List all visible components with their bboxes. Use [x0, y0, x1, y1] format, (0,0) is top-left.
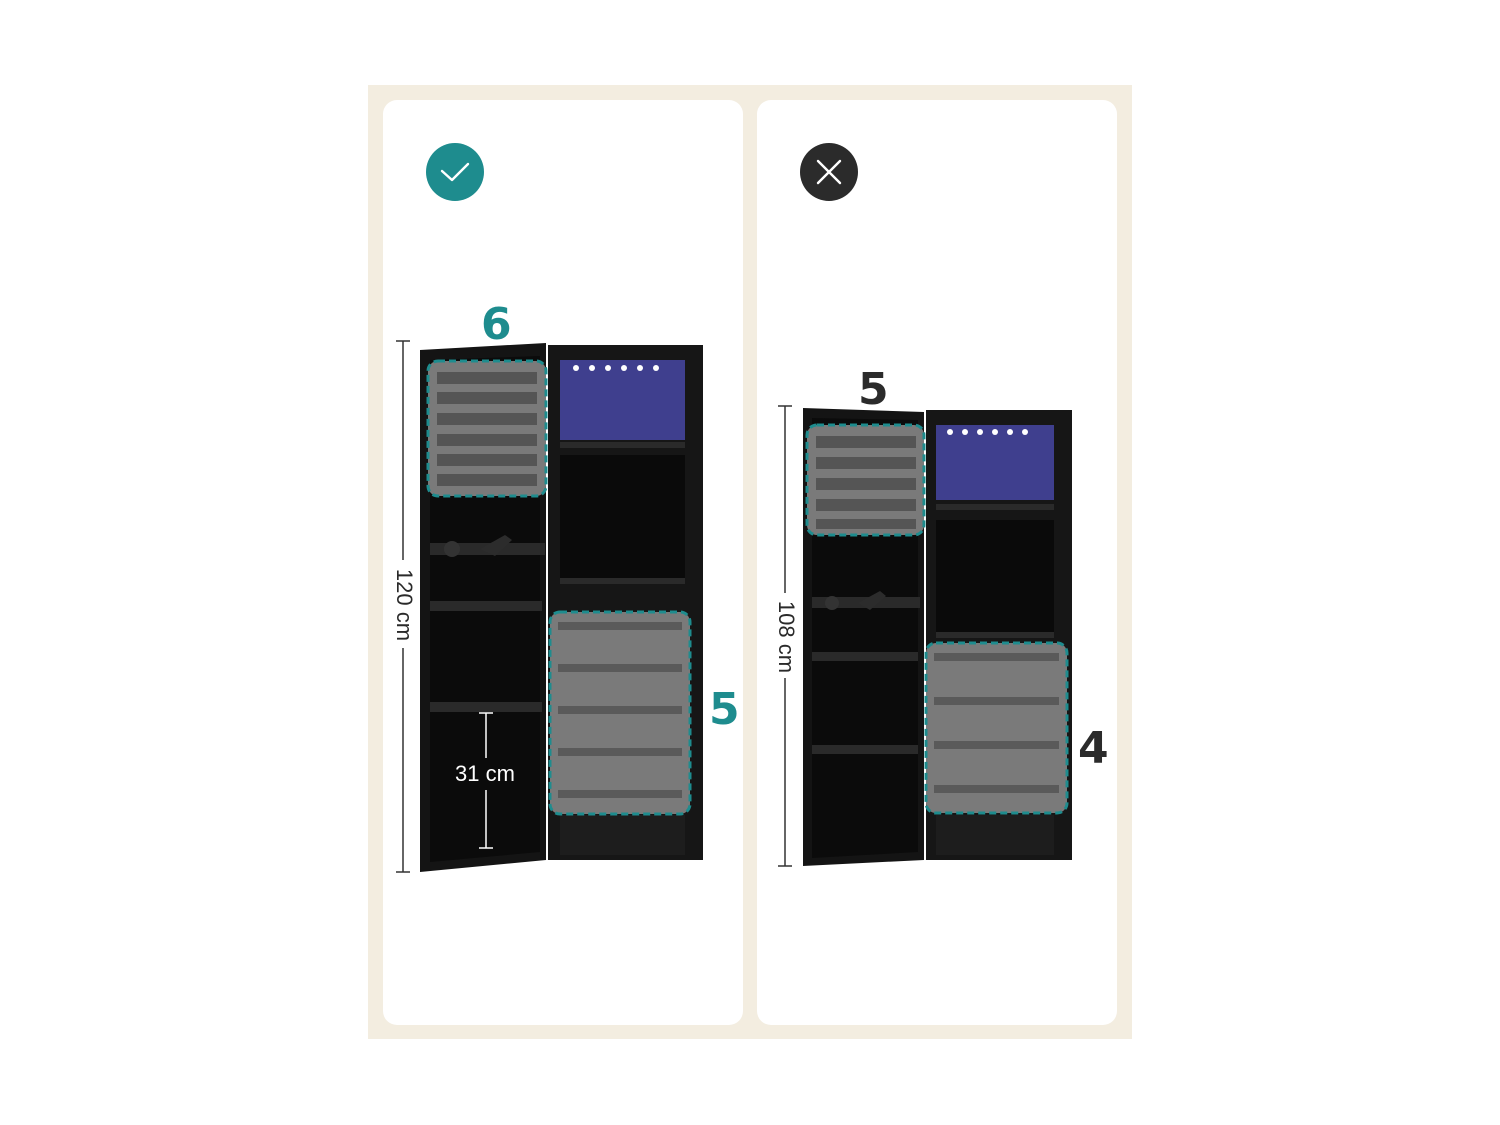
bottom-organizer-trays: [548, 610, 692, 816]
bottom-tray-count: 5: [709, 684, 740, 735]
spacing-dimension-line: [479, 712, 493, 849]
cross-icon: [800, 143, 858, 201]
bottom-organizer-trays: [924, 641, 1069, 815]
top-organizer-trays: [805, 423, 926, 537]
top-tray-count: 5: [858, 364, 889, 415]
top-tray-count: 6: [481, 299, 512, 350]
height-dimension-line: [396, 340, 410, 873]
spacing-label: 31 cm: [455, 761, 515, 786]
bottom-tray-count: 4: [1078, 723, 1109, 774]
top-organizer-trays: [426, 359, 548, 498]
height-label: 108 cm: [774, 600, 799, 674]
height-dimension-line: [778, 405, 792, 867]
checkmark-icon: [426, 143, 484, 201]
